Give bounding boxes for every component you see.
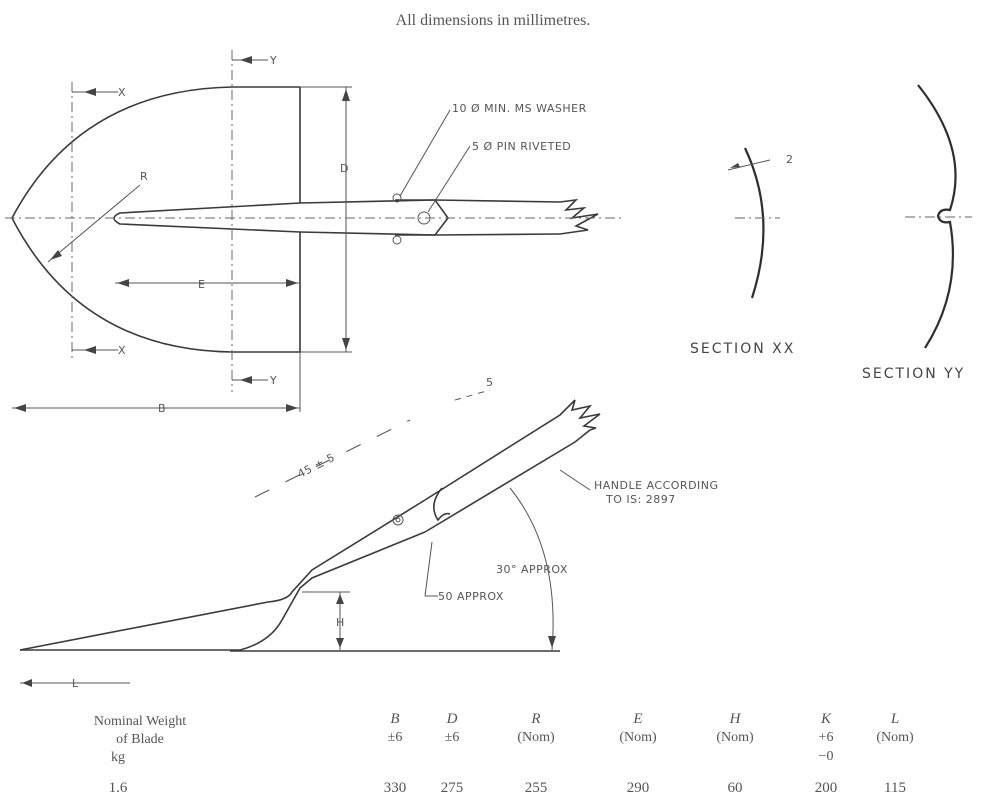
dim-label-5: 5	[486, 376, 494, 389]
table-col-D: D	[446, 711, 458, 727]
table-head-weight-2: of Blade	[116, 732, 164, 747]
table-col-L-tol: (Nom)	[876, 730, 914, 745]
dim-label-E: E	[198, 278, 205, 291]
table-cell-D: 275	[441, 780, 464, 796]
dimension-table: Nominal Weight of Blade kg B ±6 D ±6 R (…	[94, 711, 914, 796]
table-head-weight-3: kg	[111, 750, 125, 765]
caption: All dimensions in millimetres.	[396, 12, 591, 29]
cut-marker-y-top: Y	[269, 54, 277, 67]
table-cell-L: 115	[884, 780, 906, 796]
table-col-B-tol: ±6	[388, 730, 403, 745]
table-cell-E: 290	[627, 780, 650, 796]
side-blade	[19, 499, 426, 651]
table-col-R: R	[530, 711, 540, 727]
label-pin: 5 Ø PIN RIVETED	[472, 140, 571, 153]
table-col-E: E	[632, 711, 642, 727]
section-xx-label: SECTION XX	[690, 341, 795, 357]
table-col-H-tol: (Nom)	[716, 730, 754, 745]
dim-label-D: D	[340, 162, 349, 175]
label-handle-1: HANDLE ACCORDING	[594, 479, 719, 492]
break-mark	[559, 198, 599, 235]
table-col-H: H	[729, 711, 742, 727]
blade-outline	[11, 86, 301, 353]
label-washer: 10 Ø MIN. MS WASHER	[452, 102, 587, 115]
label-handle-2: TO IS: 2897	[605, 493, 676, 506]
side-view: L H 30° APPROX 50 APPROX 45 ± 5 5 HANDLE…	[19, 376, 719, 690]
table-col-K-tol2: −0	[819, 749, 834, 764]
table-cell-weight: 1.6	[109, 780, 128, 796]
section-xx: 2 SECTION XX	[690, 147, 795, 357]
table-head-weight-1: Nominal Weight	[94, 714, 186, 729]
table-cell-H: 60	[728, 780, 743, 796]
dim-label-B: B	[158, 402, 166, 415]
table-col-L: L	[890, 711, 899, 727]
side-break-mark	[570, 399, 601, 431]
table-col-D-tol: ±6	[445, 730, 460, 745]
dim-label-2: 2	[786, 153, 794, 166]
dim-label-R: R	[140, 170, 148, 183]
dim-label-L: L	[72, 677, 79, 690]
table-cell-R: 255	[525, 780, 548, 796]
section-yy: SECTION YY	[862, 84, 972, 382]
section-yy-label: SECTION YY	[862, 366, 965, 382]
dim-label-H: H	[336, 616, 345, 629]
table-cell-B: 330	[384, 780, 407, 796]
side-handle	[424, 399, 576, 501]
table-cell-K: 200	[815, 780, 838, 796]
table-col-E-tol: (Nom)	[619, 730, 657, 745]
table-col-B: B	[390, 711, 399, 727]
table-col-K-tol: +6	[819, 730, 834, 745]
plan-view: X X Y Y D E B R 10 Ø MIN. MS WASH	[5, 50, 625, 415]
cut-marker-x-top: X	[118, 86, 126, 99]
cut-marker-y-bottom: Y	[269, 374, 277, 387]
label-angle-30: 30° APPROX	[496, 563, 568, 576]
cut-marker-x-bottom: X	[118, 344, 126, 357]
table-col-R-tol: (Nom)	[517, 730, 555, 745]
label-angle-45: 45 ± 5	[295, 451, 337, 481]
table-col-K: K	[820, 711, 832, 727]
label-50-approx: 50 APPROX	[438, 590, 504, 603]
